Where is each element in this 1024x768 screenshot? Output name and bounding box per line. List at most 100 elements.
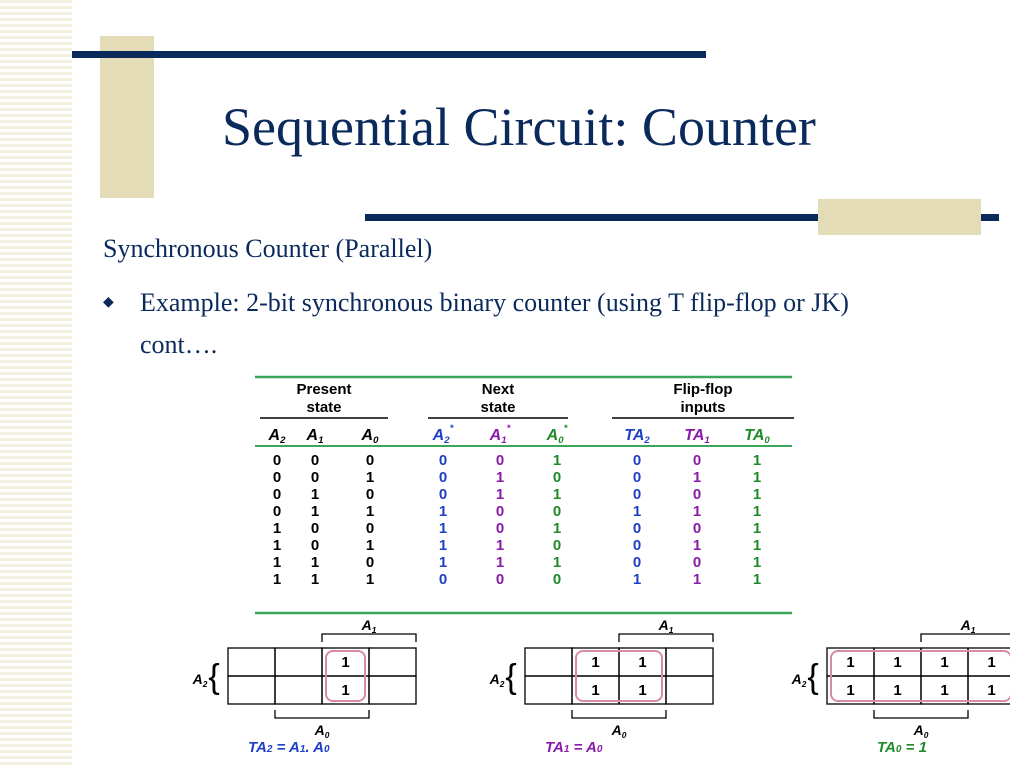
table-cell: 0	[553, 537, 561, 554]
table-cell: 1	[753, 469, 761, 486]
table-cell: 1	[366, 571, 374, 588]
table-cell: 1	[753, 520, 761, 537]
table-cell: 0	[496, 571, 504, 588]
table-cell: 0	[496, 452, 504, 469]
table-cell: 1	[366, 469, 374, 486]
table-column-header: A0*	[546, 423, 569, 446]
title-underline-decoration	[365, 214, 999, 221]
kmap-bottom-label: A0	[611, 722, 627, 740]
kmap-cell	[665, 675, 714, 705]
table-cell: 1	[496, 486, 504, 503]
kmap-top-bracket	[321, 633, 417, 642]
table-cell: 0	[633, 554, 641, 571]
kmap-cell-value: 1	[846, 682, 854, 699]
kmap-brace: {	[505, 658, 516, 696]
kmap-top-label: A1	[960, 617, 976, 635]
kmap-cell-value: 1	[341, 682, 349, 699]
table-cell: 0	[439, 452, 447, 469]
kmap-top-label: A1	[361, 617, 377, 635]
kmap-cell	[967, 675, 1010, 705]
table-column-header: A2*	[432, 423, 455, 446]
kmap-cell	[665, 647, 714, 677]
table-cell: 0	[693, 486, 701, 503]
kmap-top-bracket	[618, 633, 714, 642]
table-cell: 1	[439, 520, 447, 537]
table-cell: 0	[553, 469, 561, 486]
table-cell: 0	[311, 452, 319, 469]
table-cell: 0	[439, 486, 447, 503]
kmap-cell	[368, 675, 417, 705]
table-cell: 0	[366, 486, 374, 503]
table-cell: 1	[633, 571, 641, 588]
table-cell: 1	[496, 554, 504, 571]
table-cell: 1	[496, 537, 504, 554]
table-column-header: TA2	[624, 427, 650, 446]
kmap-row-label: A2	[192, 671, 208, 689]
table-cell: 1	[693, 469, 701, 486]
kmap-top-bracket	[920, 633, 1010, 642]
table-cell: 0	[366, 554, 374, 571]
kmap-cell	[274, 675, 323, 705]
table-column-header: A1	[306, 427, 324, 446]
kmap-cell-value: 1	[987, 682, 995, 699]
table-cell: 1	[753, 503, 761, 520]
table-cell: 0	[553, 571, 561, 588]
tan-block-decoration	[100, 36, 154, 198]
table-cell: 1	[693, 537, 701, 554]
kmap-bottom-bracket	[571, 710, 667, 719]
kmap-cell-value: 1	[940, 682, 948, 699]
table-cell: 1	[273, 537, 281, 554]
table-cell: 0	[553, 503, 561, 520]
table-cell: 1	[633, 503, 641, 520]
table-column-header: TA0	[744, 427, 770, 446]
kmap-bottom-label: A0	[913, 722, 929, 740]
table-cell: 0	[273, 469, 281, 486]
kmap-cell-value: 1	[591, 654, 599, 671]
table-cell: 0	[439, 469, 447, 486]
table-cell: 1	[553, 452, 561, 469]
table-cell: 0	[633, 520, 641, 537]
table-cell: 1	[366, 537, 374, 554]
table-cell: 1	[311, 503, 319, 520]
table-column-header: A2	[268, 427, 287, 446]
kmap-cell-value: 1	[846, 654, 854, 671]
table-cell: 1	[553, 520, 561, 537]
table-cell: 1	[311, 486, 319, 503]
kmap-bottom-label: A0	[314, 722, 330, 740]
kmap-equation: TA2 = A1. A0	[248, 739, 330, 756]
table-cell: 1	[273, 571, 281, 588]
kmap-cell-value: 1	[638, 654, 646, 671]
kmap-top-label: A1	[658, 617, 674, 635]
kmap-brace: {	[208, 658, 219, 696]
table-cell: 1	[693, 503, 701, 520]
kmap-cell-value: 1	[341, 654, 349, 671]
table-cell: 0	[633, 469, 641, 486]
table-cell: 1	[753, 486, 761, 503]
table-cell: 1	[311, 571, 319, 588]
kmap-equation: TA0 = 1	[877, 739, 927, 756]
kmap-cell-value: 1	[893, 682, 901, 699]
kmap-cell	[368, 647, 417, 677]
kmap-bottom-bracket	[274, 710, 370, 719]
table-cell: 0	[633, 537, 641, 554]
table-column-header: TA1	[684, 427, 709, 446]
table-cell: 0	[366, 520, 374, 537]
bullet-text: Example: 2-bit synchronous binary counte…	[140, 288, 849, 359]
table-cell: 0	[273, 486, 281, 503]
kmap-equation: TA1 = A0	[545, 739, 603, 756]
table-cell: 1	[439, 503, 447, 520]
table-column-header: A0	[361, 427, 380, 446]
table-cell: 0	[439, 571, 447, 588]
kmap-cell	[524, 647, 573, 677]
table-cell: 0	[366, 452, 374, 469]
table-cell: 1	[753, 452, 761, 469]
table-cell: 1	[439, 537, 447, 554]
kmap-group-loop	[575, 650, 663, 702]
kmap-cell-value: 1	[987, 654, 995, 671]
